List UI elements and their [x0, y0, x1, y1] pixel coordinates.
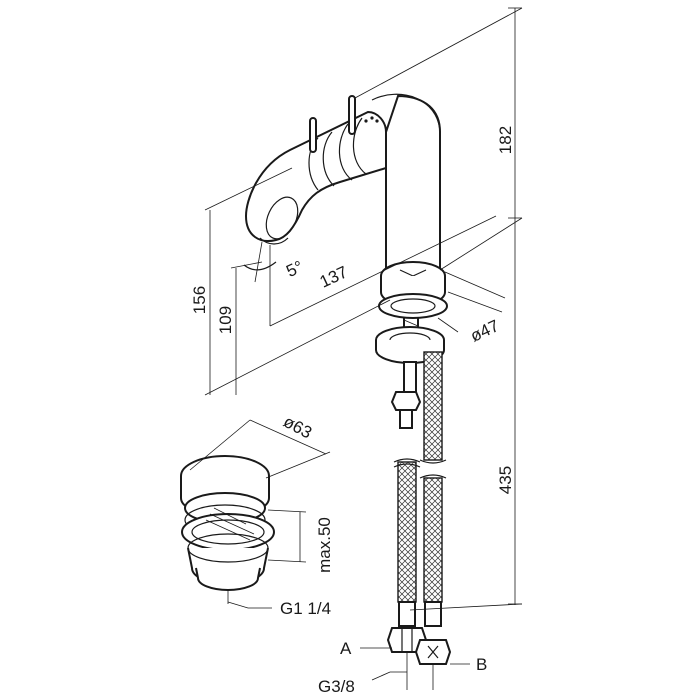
label-connection-a: A	[340, 639, 352, 658]
dim-hose-435: 435	[496, 466, 515, 494]
dim-diameter-47: ø47	[467, 316, 502, 346]
dimension-lines	[189, 7, 523, 681]
dim-angle-5: 5°	[283, 257, 306, 281]
callout-labels: G1 1/4 A B G3/8	[280, 599, 487, 696]
dim-reach-137: 137	[317, 262, 351, 291]
dim-height-109: 109	[216, 306, 235, 334]
dim-height-182: 182	[496, 126, 515, 154]
label-waste-thread: G1 1/4	[280, 599, 331, 618]
supply-hoses	[386, 351, 452, 690]
faucet	[244, 93, 448, 364]
dim-height-156: 156	[190, 286, 209, 314]
label-hose-thread: G3/8	[318, 677, 355, 696]
waste-valve	[180, 455, 275, 604]
dim-waste-max50: max.50	[315, 517, 334, 573]
dim-diameter-63: ø63	[280, 412, 315, 443]
label-connection-b: B	[476, 655, 487, 674]
